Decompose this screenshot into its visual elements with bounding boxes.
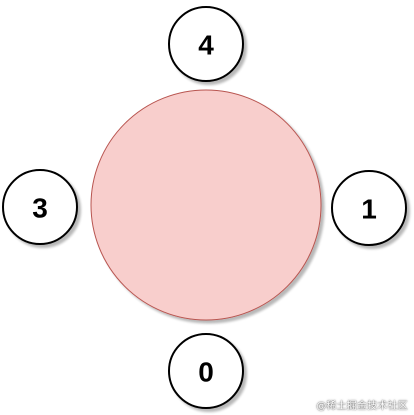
node-circle [168,333,244,409]
node-circle [168,6,244,82]
center-circle [90,89,322,321]
node-top: 4 [168,6,244,82]
node-label: 3 [32,193,48,224]
node-label: 4 [198,30,214,61]
node-label: 0 [198,357,214,388]
node-label: 1 [361,194,377,225]
node-circle [331,170,407,246]
node-right: 1 [331,170,407,246]
node-left: 3 [2,169,78,245]
watermark: @稀土掘金技术社区 [316,401,408,412]
node-bottom: 0 [168,333,244,409]
node-circle [2,169,78,245]
